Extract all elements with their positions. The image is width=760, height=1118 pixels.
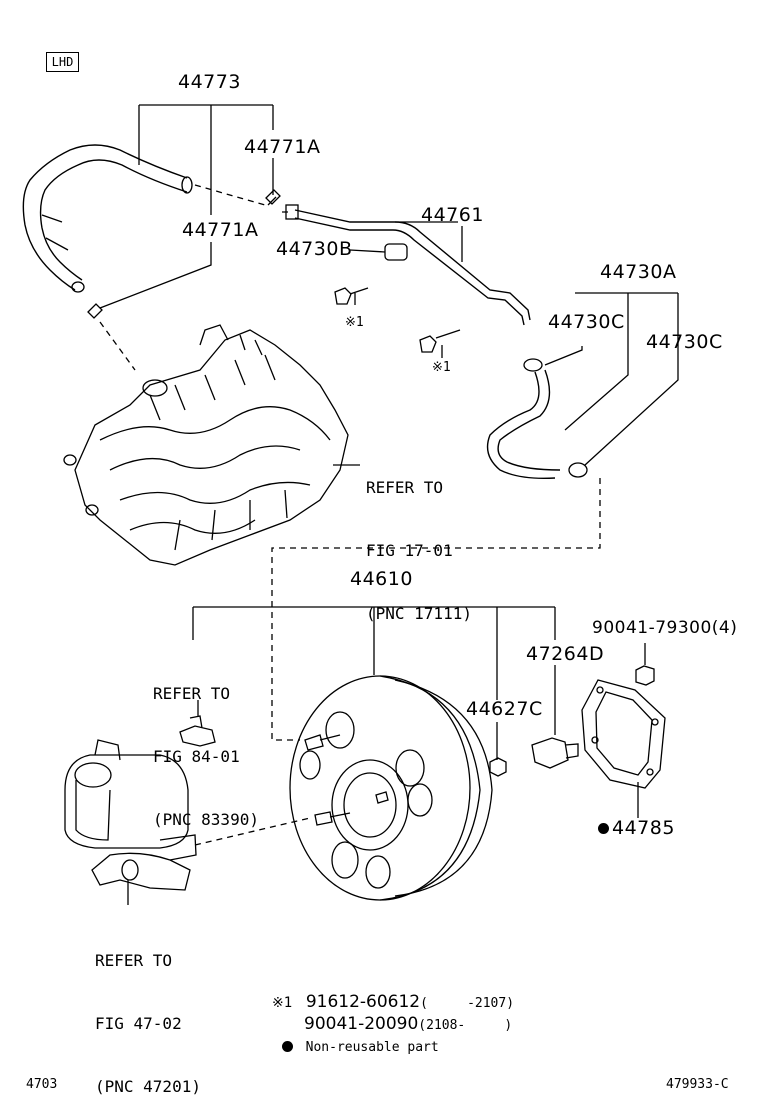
part-44771a-left[interactable]: 44771A: [182, 219, 259, 241]
hose-44773: [22, 144, 188, 291]
gasket-44785: [581, 679, 666, 789]
non-reusable-dot-icon: [598, 823, 609, 834]
refer-master[interactable]: REFER TO FIG 47-02 (PNC 47201): [95, 908, 201, 1118]
part-44610[interactable]: 44610: [350, 568, 413, 590]
footnote-mark: ※1: [272, 995, 293, 1011]
legend-dot-icon: [282, 1041, 293, 1052]
vacuum-sensor: [179, 700, 216, 747]
footnote-range-1: ( -2107): [420, 996, 515, 1011]
footnote-part-1[interactable]: 91612-60612: [305, 992, 421, 1012]
part-44730a[interactable]: 44730A: [600, 261, 677, 283]
refer-master-line3: (PNC 47201): [95, 1077, 201, 1096]
legend-text: Non-reusable part: [305, 1040, 439, 1055]
dash-master: [194, 817, 311, 846]
part-44785-label: 44785: [612, 817, 675, 839]
refer-intake-line3: (PNC 17111): [366, 604, 472, 623]
leader-44771a-left: [99, 242, 212, 309]
part-44730c-left[interactable]: 44730C: [548, 311, 625, 333]
bolt-2: [419, 329, 461, 353]
nut-44627c: [489, 757, 507, 777]
nut-90041: [635, 665, 655, 686]
leader-44610: [192, 606, 556, 700]
part-44730b[interactable]: 44730B: [276, 238, 353, 260]
part-44771a-top[interactable]: 44771A: [244, 136, 321, 158]
footnote-part-2[interactable]: 90041-20090: [304, 1014, 419, 1034]
bolt-mark-1: ※1: [345, 315, 364, 330]
refer-sensor-line3: (PNC 83390): [153, 810, 259, 829]
leader-44730c-left: [544, 346, 583, 366]
intake-manifold: [63, 324, 349, 566]
lhd-badge: LHD: [46, 52, 79, 72]
refer-intake-line1: REFER TO: [366, 478, 444, 497]
part-90041-79300[interactable]: 90041-79300(4): [592, 618, 738, 638]
part-44627c[interactable]: 44627C: [466, 698, 543, 720]
refer-master-line2: FIG 47-02: [95, 1014, 182, 1033]
refer-master-line1: REFER TO: [95, 951, 173, 970]
hose-44730a: [486, 369, 561, 480]
part-47264d[interactable]: 47264D: [526, 643, 605, 665]
valve-47264d: [531, 737, 579, 769]
dash-connection: [271, 478, 601, 741]
pipe-44761: [294, 209, 531, 326]
refer-sensor-line1: REFER TO: [153, 684, 231, 703]
refer-sensor[interactable]: REFER TO FIG 84-01 (PNC 83390): [153, 641, 259, 851]
refer-sensor-line2: FIG 84-01: [153, 747, 240, 766]
part-44773[interactable]: 44773: [178, 71, 241, 93]
dash-line-1: [99, 184, 290, 371]
leader-44730a: [564, 292, 679, 466]
footer-left-code: 4703: [26, 1077, 58, 1092]
refer-intake[interactable]: REFER TO FIG 17-01 (PNC 17111): [366, 435, 472, 645]
part-44785[interactable]: 44785: [598, 818, 675, 838]
leader-44773: [138, 104, 274, 215]
brake-booster: [289, 675, 493, 901]
footer-right-code: 479933-C: [666, 1077, 729, 1092]
footnote-range-2: (2108- ): [418, 1018, 513, 1033]
refer-intake-line2: FIG 17-01: [366, 541, 453, 560]
bolt-mark-2: ※1: [432, 360, 451, 375]
bolt-1: [334, 287, 369, 305]
part-44761[interactable]: 44761: [421, 204, 484, 226]
part-44730c-right[interactable]: 44730C: [646, 331, 723, 353]
leader-44761: [395, 221, 463, 262]
